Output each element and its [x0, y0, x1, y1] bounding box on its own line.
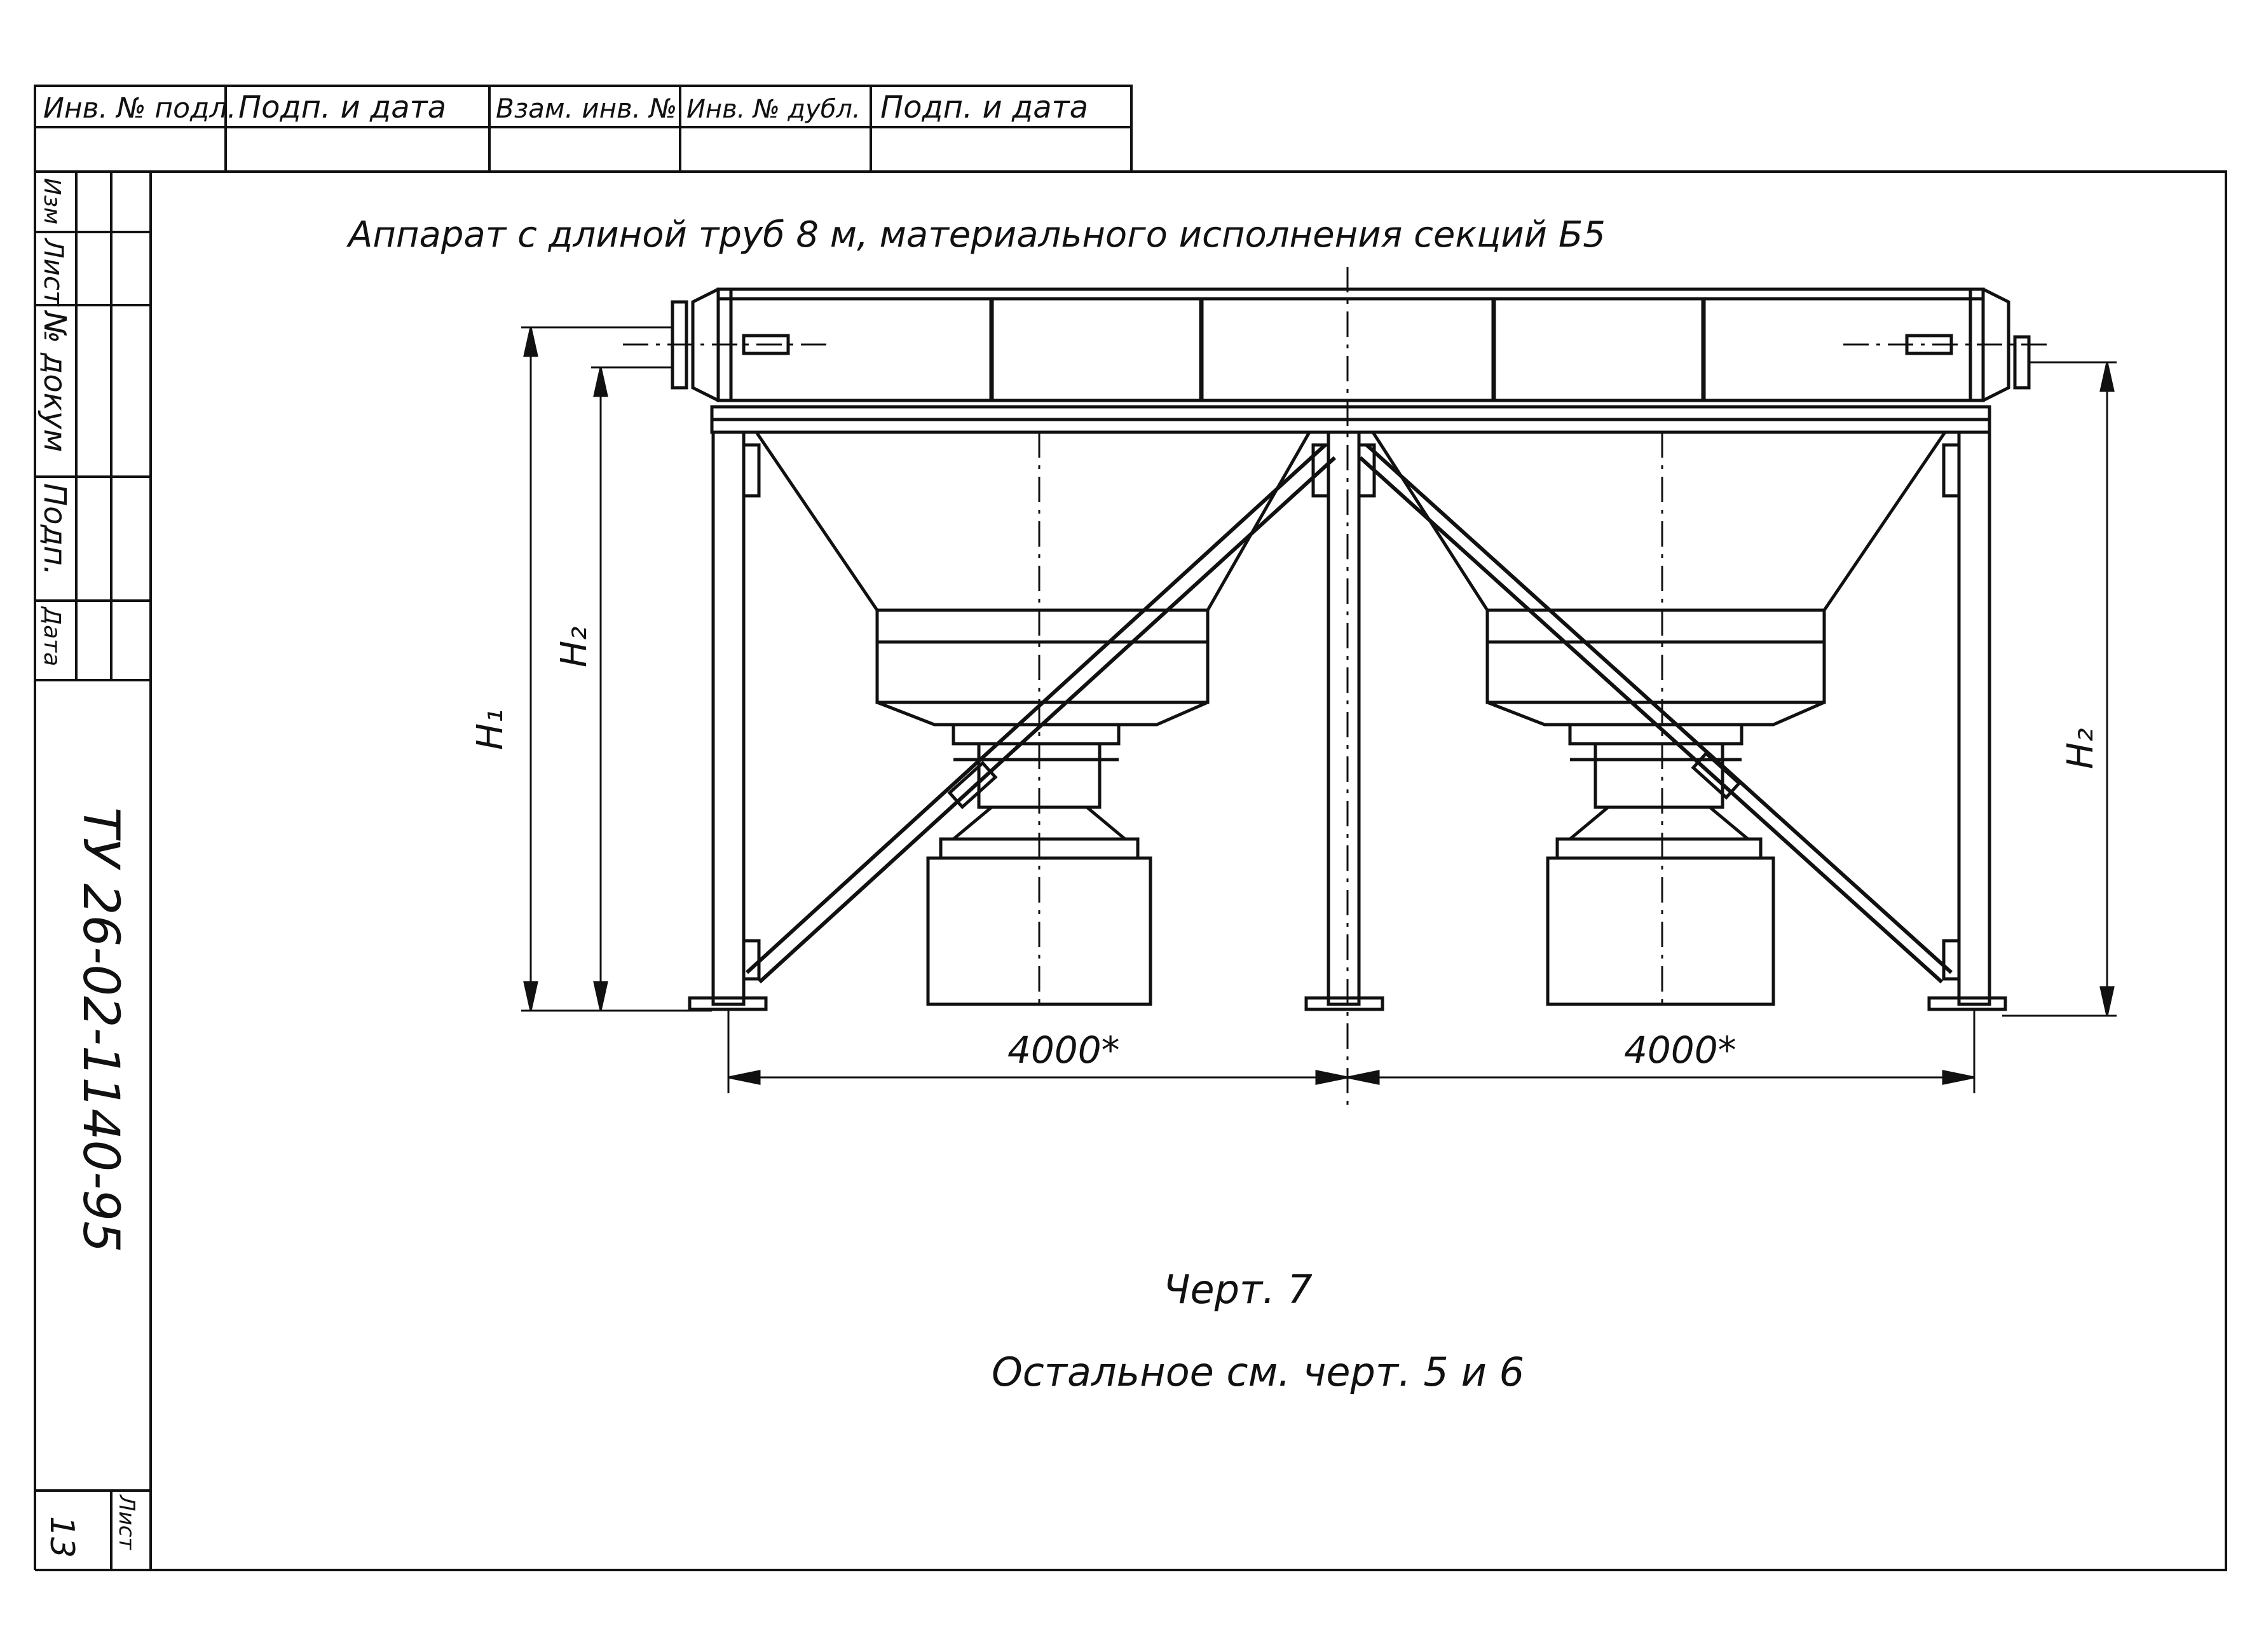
- title-cell-vzam-inv: Взам. инв. №: [496, 93, 677, 124]
- dimension-span-right: 4000*: [1624, 1028, 1737, 1072]
- dimension-h1: H₁: [470, 709, 511, 750]
- dimension-span-left: 4000*: [1007, 1028, 1120, 1072]
- top-title-block: [34, 85, 1133, 173]
- stamp-n-dokum: № докум: [37, 310, 72, 452]
- stamp-data: Дата: [39, 606, 65, 666]
- sheet-number: 13: [43, 1516, 81, 1558]
- document-code: ТУ 26-02-1140-95: [72, 807, 129, 1253]
- title-cell-inv-podl: Инв. № подл.: [43, 92, 236, 125]
- stamp-podp: Подп.: [37, 483, 72, 575]
- air-cooler-apparatus: [671, 287, 2031, 1011]
- drawing-note: Остальное см. черт. 5 и 6: [992, 1349, 1524, 1395]
- dimension-lines: [521, 326, 2117, 1093]
- sheet-label: Лист: [114, 1494, 139, 1550]
- title-cell-inv-dubl: Инв. № дубл.: [686, 95, 861, 124]
- title-cell-podp-data-2: Подп. и дата: [880, 90, 1088, 125]
- drawing-caption: Черт. 7: [1163, 1266, 1313, 1313]
- dimension-h2-left: H₂: [554, 626, 595, 667]
- axis-lines: [623, 267, 2053, 1106]
- title-cell-podp-data-1: Подп. и дата: [238, 90, 446, 125]
- dimension-h2-right: H₂: [2060, 728, 2101, 769]
- stamp-list: Лист: [38, 237, 69, 307]
- drawing-heading: Аппарат с длиной труб 8 м, материального…: [346, 214, 1606, 256]
- sheet-frame: [34, 86, 2227, 1571]
- stamp-izm: Изм: [39, 178, 65, 224]
